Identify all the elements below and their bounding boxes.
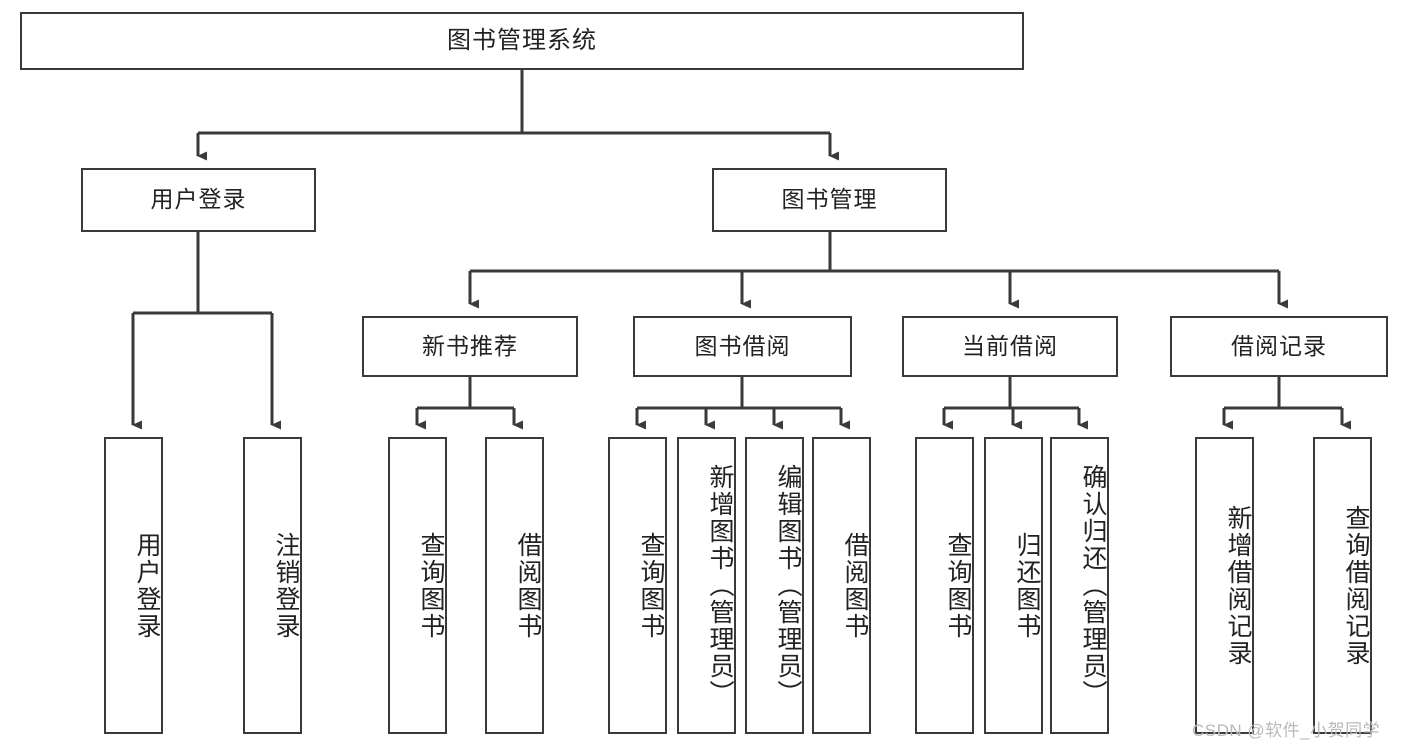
node-leaf-user-login[interactable]: 用户登录 [104, 437, 163, 734]
node-leaf-logout[interactable]: 注销登录 [243, 437, 302, 734]
csdn-watermark: CSDN @软件_小贺同学 [1192, 721, 1381, 740]
node-leaf-edit-book[interactable]: 编辑图书（管理员） [745, 437, 804, 734]
node-leaf-add-book[interactable]: 新增图书（管理员） [677, 437, 736, 734]
node-label: 确认归还（管理员） [1079, 464, 1107, 707]
node-label: 注销登录 [272, 531, 300, 640]
node-label: 归还图书 [1013, 531, 1041, 640]
node-label: 新增图书（管理员） [706, 464, 734, 707]
node-leaf-query-book-1[interactable]: 查询图书 [388, 437, 447, 734]
node-book-borrow[interactable]: 图书借阅 [633, 316, 852, 377]
node-leaf-add-borrow-record[interactable]: 新增借阅记录 [1195, 437, 1254, 734]
node-label: 用户登录 [133, 531, 161, 640]
node-label: 图书管理系统 [447, 26, 597, 54]
node-label: 图书借阅 [694, 332, 791, 359]
node-user-login[interactable]: 用户登录 [81, 168, 316, 232]
node-root-system[interactable]: 图书管理系统 [20, 12, 1024, 70]
node-label: 编辑图书（管理员） [774, 464, 802, 707]
node-leaf-borrow-book-1[interactable]: 借阅图书 [485, 437, 544, 734]
node-leaf-query-borrow-record[interactable]: 查询借阅记录 [1313, 437, 1372, 734]
node-leaf-confirm-return[interactable]: 确认归还（管理员） [1050, 437, 1109, 734]
node-label: 查询图书 [637, 531, 665, 640]
node-label: 用户登录 [150, 186, 247, 213]
node-leaf-borrow-book-2[interactable]: 借阅图书 [812, 437, 871, 734]
node-current-borrow[interactable]: 当前借阅 [902, 316, 1118, 377]
node-label: 新书推荐 [422, 332, 518, 359]
node-label: 新增借阅记录 [1224, 504, 1252, 667]
node-label: 当前借阅 [962, 332, 1058, 359]
node-label: 查询图书 [417, 531, 445, 640]
node-label: 查询图书 [944, 531, 972, 640]
node-label: 借阅记录 [1231, 332, 1327, 359]
node-leaf-return-book[interactable]: 归还图书 [984, 437, 1043, 734]
node-new-book-recommendation[interactable]: 新书推荐 [362, 316, 578, 377]
node-leaf-query-book-2[interactable]: 查询图书 [608, 437, 667, 734]
node-leaf-query-book-3[interactable]: 查询图书 [915, 437, 974, 734]
node-label: 图书管理 [781, 186, 878, 213]
node-label: 借阅图书 [514, 531, 542, 640]
node-label: 借阅图书 [841, 531, 869, 640]
node-book-manage[interactable]: 图书管理 [712, 168, 947, 232]
node-borrow-record[interactable]: 借阅记录 [1170, 316, 1388, 377]
node-label: 查询借阅记录 [1342, 504, 1370, 667]
